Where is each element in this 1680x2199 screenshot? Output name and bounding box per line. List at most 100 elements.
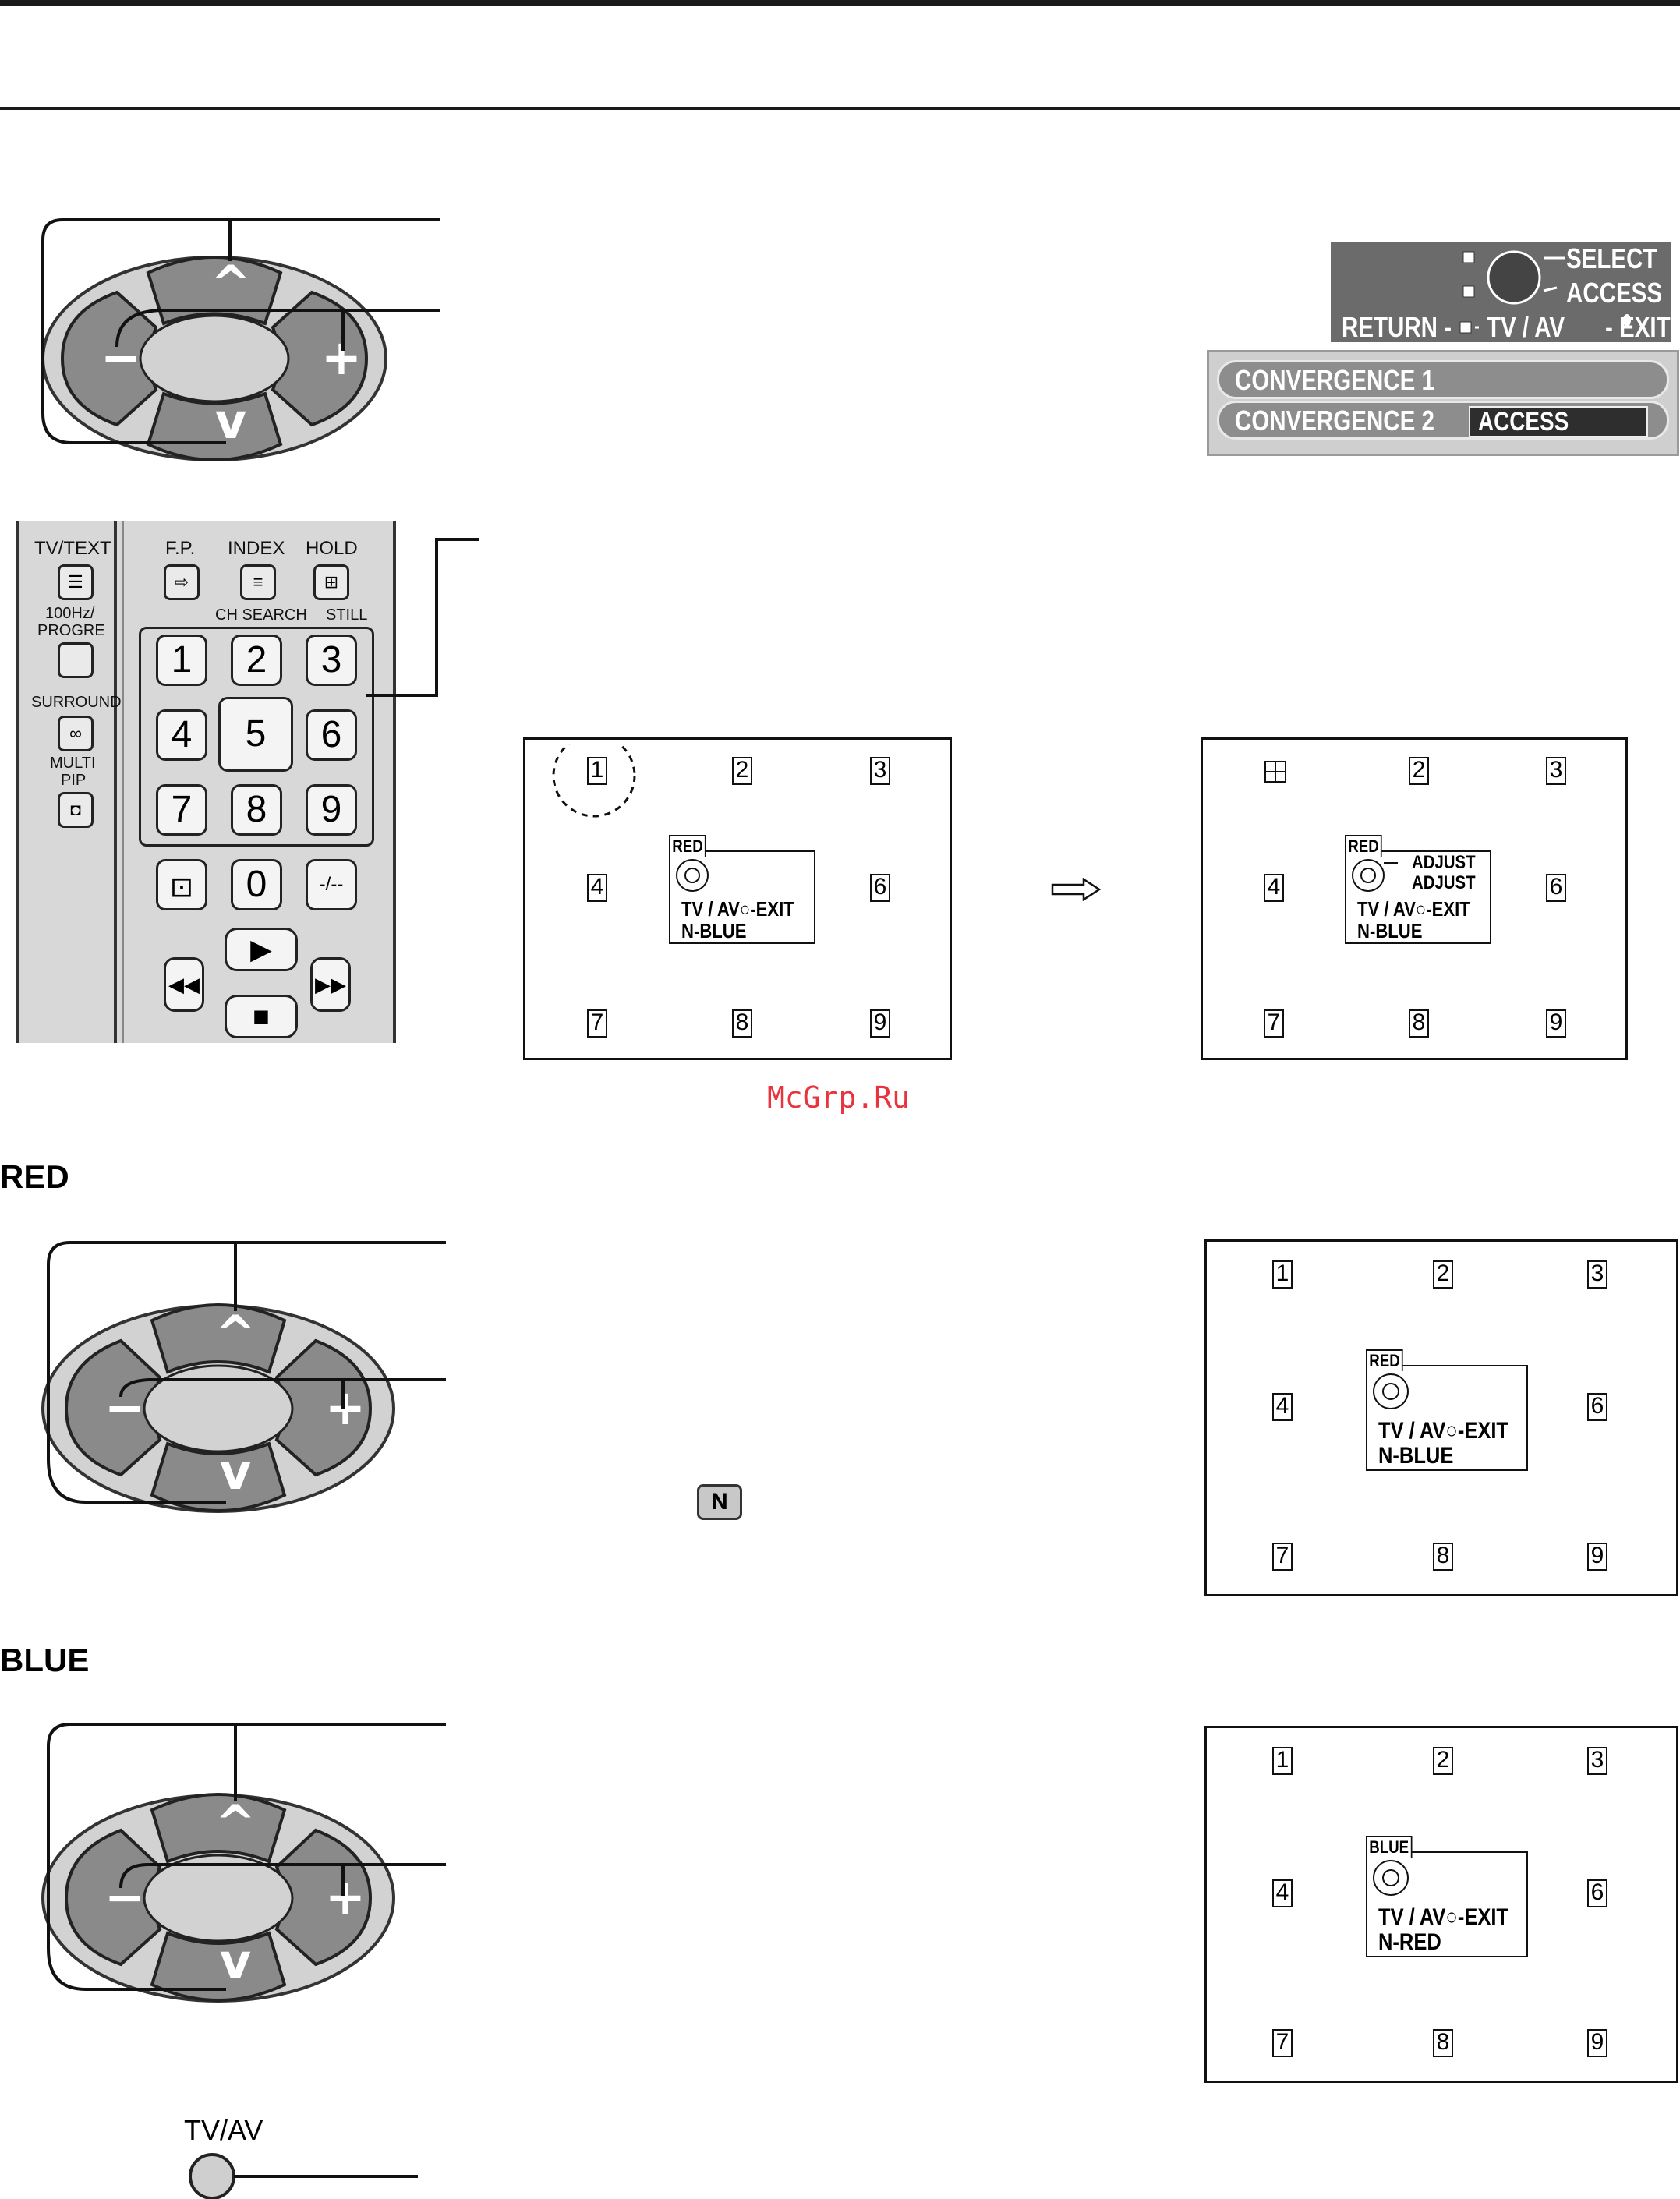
pip-label: PIP bbox=[61, 772, 87, 789]
grid-point-6: 6 bbox=[870, 874, 890, 902]
grid-point-3: 3 bbox=[1587, 1260, 1607, 1289]
arrow-right-icon bbox=[1051, 878, 1102, 901]
multi-pip-button[interactable]: ◘ bbox=[58, 792, 94, 828]
grid-point-9: 9 bbox=[1587, 2029, 1607, 2057]
svg-text:^: ^ bbox=[215, 1794, 256, 1851]
grid-point-4: 4 bbox=[1272, 1879, 1293, 1907]
hold-button[interactable]: ⊞ bbox=[313, 564, 349, 600]
grid-point-8: 8 bbox=[1433, 2029, 1453, 2057]
grid-point-6: 6 bbox=[1587, 1393, 1607, 1421]
remote-keypad: TV/TEXT ☰ 100Hz/ PROGRE SURROUND ∞ MULTI… bbox=[16, 521, 396, 1043]
digit-key[interactable]: 4 bbox=[156, 709, 207, 761]
n-button[interactable]: N bbox=[697, 1484, 742, 1520]
keypad-callout bbox=[366, 538, 479, 697]
osd-select-label: SELECT bbox=[1566, 242, 1657, 274]
rewind-icon: ◀◀ bbox=[168, 973, 200, 996]
grid-point-3: 3 bbox=[1546, 757, 1566, 785]
fast-forward-icon: ▶▶ bbox=[315, 973, 346, 996]
teletext-icon: ☰ bbox=[68, 572, 83, 592]
tv-text-button[interactable]: ☰ bbox=[58, 564, 94, 600]
screen-frame-adjust: 2 3 4 6 7 8 9 RED ADJUST ADJUST TV / AV○… bbox=[1201, 737, 1628, 1060]
surround-icon: ∞ bbox=[69, 723, 82, 743]
grid-point-2: 2 bbox=[1409, 757, 1429, 785]
hz-label: 100Hz/ bbox=[45, 605, 95, 622]
heading-blue: BLUE bbox=[0, 1642, 90, 1678]
osd-blue-box: BLUE TV / AV○-EXIT N-RED bbox=[1366, 1836, 1528, 1957]
hold-label: HOLD bbox=[306, 538, 358, 559]
digit-key[interactable]: 3 bbox=[306, 635, 357, 686]
grid-point-1: 1 bbox=[1272, 1260, 1293, 1289]
svg-text:v: v bbox=[215, 393, 246, 450]
ch-search-label: CH SEARCH bbox=[215, 606, 307, 624]
tvav-label: TV/AV bbox=[184, 2114, 263, 2146]
tvav-button[interactable] bbox=[184, 2153, 426, 2199]
digit-key-5[interactable]: 5 bbox=[218, 697, 293, 772]
index-button[interactable]: ≡ bbox=[240, 564, 276, 600]
digit-key[interactable]: 6 bbox=[306, 709, 357, 761]
surround-button[interactable]: ∞ bbox=[58, 716, 94, 751]
index-icon: ≡ bbox=[253, 572, 263, 592]
down-key[interactable] bbox=[150, 1931, 287, 2002]
digit-key[interactable]: 9 bbox=[306, 784, 357, 836]
dash-key[interactable]: -/-- bbox=[306, 859, 357, 910]
osd-red-box: RED TV / AV○-EXIT N-BLUE bbox=[669, 835, 815, 944]
grid-point-7: 7 bbox=[1272, 2029, 1293, 2057]
digit-key-0[interactable]: 0 bbox=[231, 859, 282, 910]
screen-frame-initial: 1 2 3 4 6 7 8 9 RED TV / AV○-EXIT N-BLUE bbox=[523, 737, 952, 1060]
grid-point-2: 2 bbox=[1433, 1747, 1453, 1775]
fp-button[interactable]: ⇨ bbox=[164, 564, 200, 600]
osd-tvav-label: TV / AV bbox=[1487, 311, 1565, 343]
watermark: McGrp.Ru bbox=[767, 1080, 911, 1115]
osd-access-label: ACCESS bbox=[1566, 277, 1663, 309]
grid-point-7: 7 bbox=[1264, 1009, 1284, 1038]
digit-key[interactable]: 1 bbox=[156, 635, 207, 686]
grid-point-9: 9 bbox=[870, 1009, 890, 1038]
fp-icon: ⇨ bbox=[174, 572, 189, 592]
svg-text:+: + bbox=[325, 1868, 366, 1925]
play-button[interactable]: ▶ bbox=[225, 928, 298, 971]
stop-button[interactable]: ■ bbox=[225, 995, 298, 1038]
fp-label: F.P. bbox=[165, 538, 196, 559]
index-label: INDEX bbox=[228, 538, 285, 559]
grid-point-9: 9 bbox=[1546, 1009, 1566, 1038]
fast-forward-button[interactable]: ▶▶ bbox=[310, 957, 351, 1012]
menu-item-convergence-1[interactable]: CONVERGENCE 1 bbox=[1217, 360, 1669, 399]
input-select-button[interactable]: ⊡ bbox=[156, 859, 207, 910]
grid-point-8: 8 bbox=[1433, 1543, 1453, 1571]
rewind-button[interactable]: ◀◀ bbox=[164, 957, 204, 1012]
tv-text-label: TV/TEXT bbox=[34, 538, 111, 559]
grid-point-4: 4 bbox=[1264, 874, 1284, 902]
grid-point-3: 3 bbox=[1587, 1747, 1607, 1775]
heading-red: RED bbox=[0, 1158, 69, 1195]
grid-point-3: 3 bbox=[870, 757, 890, 785]
up-key[interactable] bbox=[150, 1793, 287, 1864]
dpad-mini-icon bbox=[1373, 1373, 1409, 1409]
svg-text:v: v bbox=[220, 1444, 251, 1501]
top-rule bbox=[0, 0, 1680, 6]
up-key[interactable] bbox=[150, 1303, 287, 1374]
crosshair-icon bbox=[1264, 761, 1286, 783]
osd-red-adjust-box: RED ADJUST ADJUST TV / AV○-EXIT N-BLUE bbox=[1345, 835, 1491, 944]
digit-key[interactable]: 7 bbox=[156, 784, 207, 836]
access-badge: ACCESS bbox=[1469, 406, 1648, 437]
osd-return-label: RETURN - bbox=[1342, 311, 1452, 343]
screen-frame-blue: 1 2 3 4 6 7 8 9 BLUE TV / AV○-EXIT N-RED bbox=[1204, 1726, 1678, 2083]
svg-text:−: − bbox=[101, 329, 141, 386]
stop-icon: ■ bbox=[253, 1000, 270, 1032]
up-key[interactable] bbox=[146, 256, 283, 326]
digit-key[interactable]: 2 bbox=[231, 635, 282, 686]
surround-label: SURROUND bbox=[31, 694, 122, 711]
hold-icon: ⊞ bbox=[324, 572, 339, 592]
dpad-1: ^ v − + bbox=[41, 218, 440, 461]
dpad-mini-icon bbox=[1352, 859, 1398, 892]
grid-point-7: 7 bbox=[1272, 1543, 1293, 1571]
menu-item-convergence-2[interactable]: CONVERGENCE 2 ACCESS bbox=[1217, 401, 1669, 440]
grid-point-2: 2 bbox=[1433, 1260, 1453, 1289]
grid-point-6: 6 bbox=[1587, 1879, 1607, 1907]
grid-point-2: 2 bbox=[732, 757, 752, 785]
play-icon: ▶ bbox=[250, 933, 272, 965]
digit-key[interactable]: 8 bbox=[231, 784, 282, 836]
dpad-2: ^ v − + bbox=[41, 1241, 446, 1513]
down-key[interactable] bbox=[150, 1441, 287, 1512]
progre-button[interactable] bbox=[58, 642, 94, 678]
